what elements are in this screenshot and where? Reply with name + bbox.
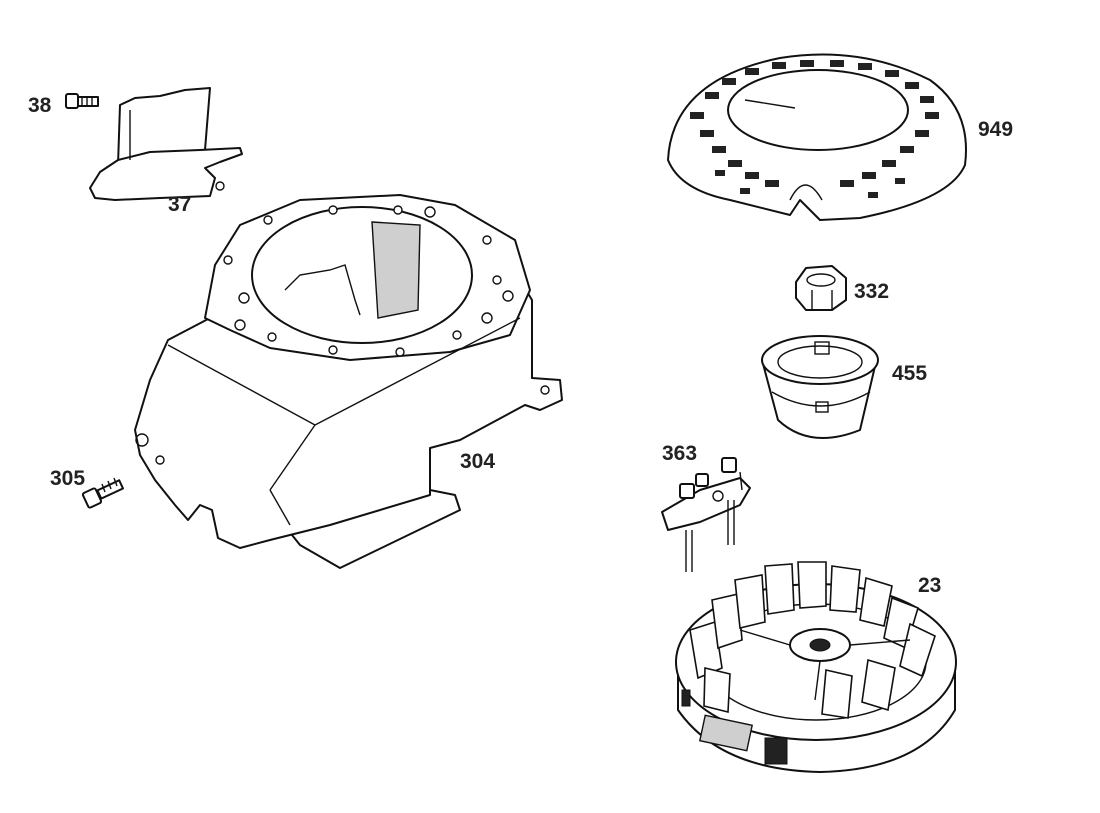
part-label-37: 37 [168, 193, 191, 216]
part-305-screw[interactable]: 305 [50, 467, 124, 509]
part-label-304: 304 [460, 450, 495, 473]
part-label-455: 455 [892, 362, 927, 385]
nut-icon [795, 265, 847, 311]
part-label-23: 23 [918, 574, 941, 597]
rotating-screen-icon [667, 53, 967, 221]
part-label-363: 363 [662, 442, 697, 465]
part-label-305: 305 [50, 467, 85, 490]
part-949-rotating-screen[interactable]: 949 [667, 53, 1013, 221]
flywheel-icon [675, 561, 957, 773]
part-363-ignition-bracket[interactable]: 363 [661, 442, 751, 572]
part-304-blower-housing[interactable]: 304 [134, 194, 563, 569]
part-455-starter-cup[interactable]: 455 [761, 335, 927, 439]
part-label-38: 38 [28, 94, 52, 117]
air-guide-icon [89, 87, 243, 201]
part-label-949: 949 [978, 118, 1013, 141]
ignition-bracket-icon [661, 457, 751, 572]
part-332-nut[interactable]: 332 [795, 265, 889, 311]
part-23-flywheel[interactable]: 23 [675, 561, 957, 773]
part-label-332: 332 [854, 280, 889, 303]
blower-housing-icon [134, 194, 563, 569]
screw-icon [65, 93, 99, 109]
part-38-screw[interactable]: 38 [28, 93, 99, 117]
part-37-air-guide[interactable]: 37 [89, 87, 243, 216]
starter-cup-icon [761, 335, 879, 439]
screw-icon [81, 477, 124, 509]
